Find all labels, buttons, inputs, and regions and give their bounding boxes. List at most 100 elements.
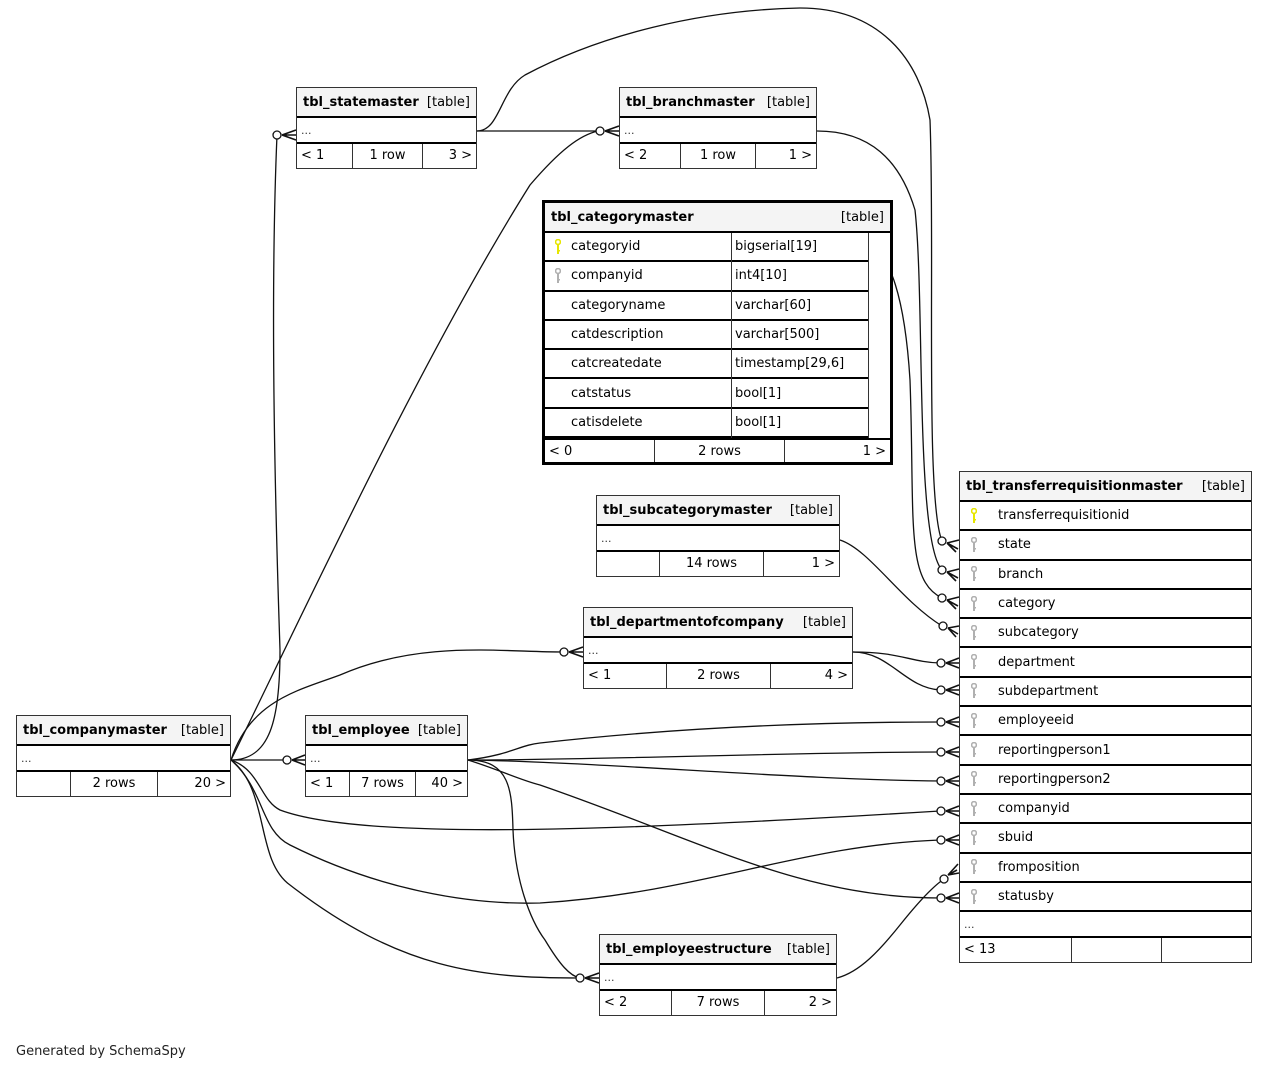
foreign-key-icon: [960, 829, 988, 846]
table-companymaster[interactable]: tbl_companymaster [table] ... 2 rows 20 …: [16, 715, 231, 797]
column-row[interactable]: state: [960, 531, 1251, 561]
column-row[interactable]: catcreatedate: [545, 350, 731, 380]
optional-marker: [936, 806, 946, 816]
foreign-key-icon: [960, 712, 988, 729]
foreign-key-icon: [960, 683, 988, 699]
table-departmentofcompany[interactable]: tbl_departmentofcompany [table] ... < 1 …: [583, 607, 853, 689]
table-header: tbl_transferrequisitionmaster [table]: [960, 472, 1251, 502]
foreign-key-icon: [960, 654, 988, 670]
edge-subcategory-transfer-subcategory: [839, 539, 943, 627]
column-row[interactable]: catstatus: [545, 379, 731, 409]
column-row[interactable]: companyid: [545, 262, 731, 292]
table-footer: 14 rows 1 >: [597, 552, 839, 576]
column-name: reportingperson1: [998, 742, 1111, 758]
foreign-key-icon: [960, 566, 988, 582]
column-row[interactable]: statusby: [960, 883, 1251, 913]
row-count: 2 rows: [655, 440, 785, 463]
column-row[interactable]: transferrequisitionid: [960, 502, 1251, 532]
table-name[interactable]: tbl_branchmaster: [626, 94, 755, 110]
crowfoot-marker: [945, 657, 960, 669]
table-subcategorymaster[interactable]: tbl_subcategorymaster [table] ... 14 row…: [596, 495, 840, 577]
table-name[interactable]: tbl_employeestructure: [606, 941, 772, 957]
edge-employee-transfer-employeeid: [467, 721, 941, 761]
table-name[interactable]: tbl_subcategorymaster: [603, 502, 772, 518]
table-employeestructure[interactable]: tbl_employeestructure [table] ... < 2 7 …: [599, 934, 837, 1016]
table-footer: < 2 7 rows 2 >: [600, 991, 836, 1015]
table-name[interactable]: tbl_employee: [312, 722, 410, 738]
optional-marker: [936, 776, 946, 786]
columns-ellipsis: ...: [306, 746, 467, 772]
column-name: subcategory: [998, 625, 1079, 641]
column-row[interactable]: categoryid: [545, 233, 731, 263]
table-name[interactable]: tbl_statemaster: [303, 94, 419, 110]
parents-count: < 1: [306, 772, 350, 796]
table-footer: < 1 7 rows 40 >: [306, 772, 467, 796]
table-header: tbl_subcategorymaster [table]: [597, 496, 839, 526]
table-branchmaster[interactable]: tbl_branchmaster [table] ... < 2 1 row 1…: [619, 87, 817, 169]
column-name: category: [998, 596, 1056, 612]
crowfoot-marker: [945, 834, 960, 846]
column-row[interactable]: categoryname: [545, 292, 731, 321]
column-datatype: varchar[60]: [732, 292, 868, 321]
foreign-key-icon: [960, 742, 988, 758]
children-count: 3 >: [448, 148, 472, 163]
parents-count: < 0: [545, 440, 655, 463]
generated-by-label: Generated by SchemaSpy: [16, 1044, 186, 1059]
foreign-key-icon: [545, 267, 571, 284]
column-row[interactable]: department: [960, 648, 1251, 678]
table-statemaster[interactable]: tbl_statemaster [table] ... < 1 1 row 3 …: [296, 87, 477, 169]
table-footer: < 2 1 row 1 >: [620, 144, 816, 168]
column-row[interactable]: reportingperson1: [960, 736, 1251, 766]
column-row[interactable]: fromposition: [960, 854, 1251, 883]
table-footer: < 13: [960, 938, 1251, 963]
column-row[interactable]: companyid: [960, 795, 1251, 825]
table-type: [table]: [426, 94, 470, 110]
column-name: sbuid: [998, 830, 1034, 846]
table-employee[interactable]: tbl_employee [table] ... < 1 7 rows 40 >: [305, 715, 468, 797]
table-header: tbl_employeestructure [table]: [600, 935, 836, 965]
edge-employee-transfer-statusby: [467, 759, 941, 899]
primary-key-icon: [545, 238, 571, 255]
table-footer: < 1 2 rows 4 >: [584, 664, 852, 688]
optional-marker: [282, 755, 292, 765]
column-row[interactable]: category: [960, 590, 1251, 620]
foreign-key-icon: [960, 536, 988, 553]
children-count: 20 >: [194, 776, 226, 791]
row-count: [1072, 938, 1162, 963]
table-name[interactable]: tbl_companymaster: [23, 722, 167, 738]
column-name: branch: [998, 566, 1044, 582]
edge-department-transfer-department: [852, 651, 941, 664]
row-count: 1 row: [353, 144, 423, 168]
column-name: statusby: [998, 889, 1054, 904]
edge-employee-employeestructure: [467, 759, 581, 979]
crowfoot-marker: [946, 539, 960, 553]
foreign-key-icon: [960, 859, 988, 875]
table-type: [table]: [840, 209, 884, 225]
column-row[interactable]: subdepartment: [960, 678, 1251, 708]
edge-companymaster-statemaster: [230, 134, 281, 761]
optional-marker: [575, 973, 585, 983]
columns-ellipsis: ...: [600, 965, 836, 991]
table-name[interactable]: tbl_categorymaster: [551, 209, 694, 225]
column-row[interactable]: reportingperson2: [960, 766, 1251, 795]
row-count: 2 rows: [667, 664, 771, 688]
column-row[interactable]: subcategory: [960, 619, 1251, 649]
table-name[interactable]: tbl_departmentofcompany: [590, 614, 784, 630]
column-name: companyid: [998, 801, 1070, 817]
table-transferrequisitionmaster[interactable]: tbl_transferrequisitionmaster [table] tr…: [959, 471, 1252, 964]
foreign-key-icon: [960, 800, 988, 817]
column-row[interactable]: employeeid: [960, 707, 1251, 737]
crowfoot-marker: [291, 754, 306, 766]
column-datatype: bool[1]: [732, 379, 868, 409]
crowfoot-marker: [947, 625, 960, 638]
column-row[interactable]: catdescription: [545, 321, 731, 351]
table-header: tbl_branchmaster [table]: [620, 88, 816, 118]
column-row[interactable]: sbuid: [960, 824, 1251, 854]
table-name[interactable]: tbl_transferrequisitionmaster: [966, 478, 1183, 494]
column-row[interactable]: branch: [960, 561, 1251, 590]
optional-marker: [939, 874, 949, 884]
parents-count: < 1: [297, 144, 353, 168]
parents-count: [17, 772, 71, 796]
column-row[interactable]: catisdelete: [545, 409, 731, 439]
